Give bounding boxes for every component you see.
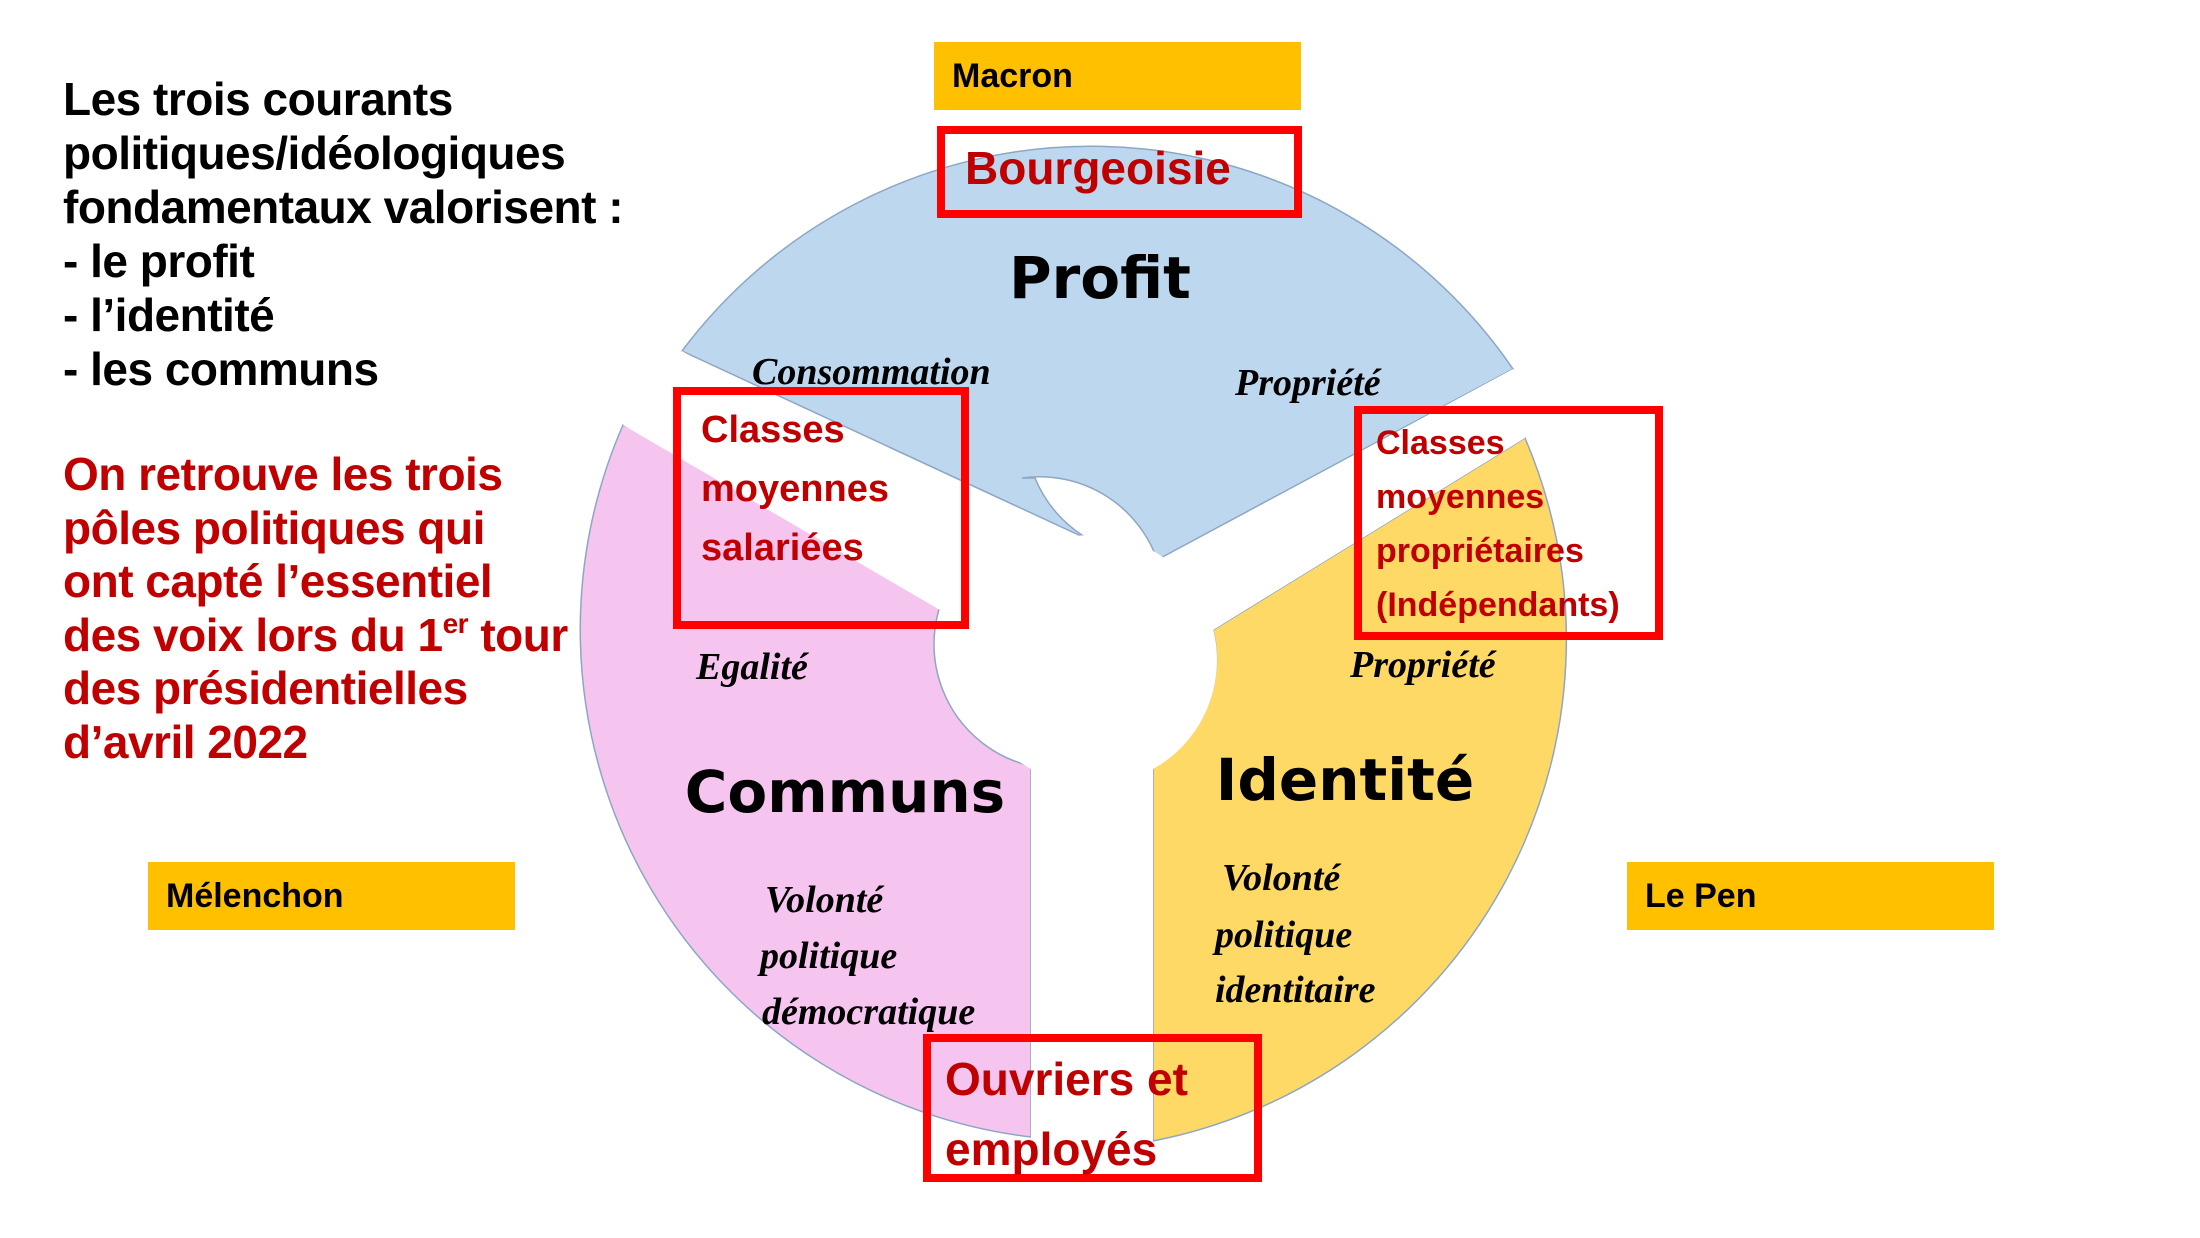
value-volonte-democratique-2: politique [757,935,897,977]
value-volonte-democratique-3: démocratique [762,991,975,1033]
value-consommation: Consommation [752,351,991,393]
segment-title-profit: Profit [1009,244,1191,312]
intro-line: fondamentaux valorisent : [63,181,624,233]
highlight-line: On retrouve les trois [63,448,503,500]
class-box-salaried: Classes moyennes salariées [673,387,969,629]
value-volonte-identitaire-3: identitaire [1215,969,1376,1011]
intro-text: Les trois courants politiques/idéologiqu… [63,72,683,396]
segment-profit [680,145,1515,563]
class-box-owners: Classes moyennes propriétaires (Indépend… [1354,406,1663,640]
highlight-line: des présidentielles [63,662,468,714]
value-propriete-top: Propriété [1234,362,1382,404]
candidate-tag-melenchon: Mélenchon [148,862,515,930]
value-volonte-identitaire-1: Volonté [1222,857,1341,899]
intro-line: politiques/idéologiques [63,127,566,179]
value-volonte-democratique-1: Volonté [765,879,884,921]
intro-line: - le profit [63,235,255,287]
value-volonte-identitaire-2: politique [1212,914,1352,956]
highlight-text: On retrouve les trois pôles politiques q… [63,448,623,769]
segment-title-identite: Identité [1216,746,1474,814]
highlight-line: d’avril 2022 [63,715,308,768]
segment-title-communs: Communs [685,758,1005,826]
segment-communs [579,424,1032,1138]
value-propriete-right: Propriété [1349,644,1497,686]
intro-line: - l’identité [63,289,275,341]
class-box-workers: Ouvriers et employés [923,1034,1262,1182]
candidate-tag-macron: Macron [934,42,1301,110]
value-egalite: Egalité [695,646,809,688]
class-box-bourgeoisie: Bourgeoisie [937,126,1302,218]
highlight-line: pôles politiques qui [63,501,485,554]
highlight-line: ont capté l’essentiel [63,555,493,607]
highlight-line: des voix lors du 1er tour [63,607,568,661]
candidate-tag-le-pen: Le Pen [1627,862,1994,930]
intro-line: Les trois courants [63,73,453,125]
intro-line: - les communs [63,343,379,395]
